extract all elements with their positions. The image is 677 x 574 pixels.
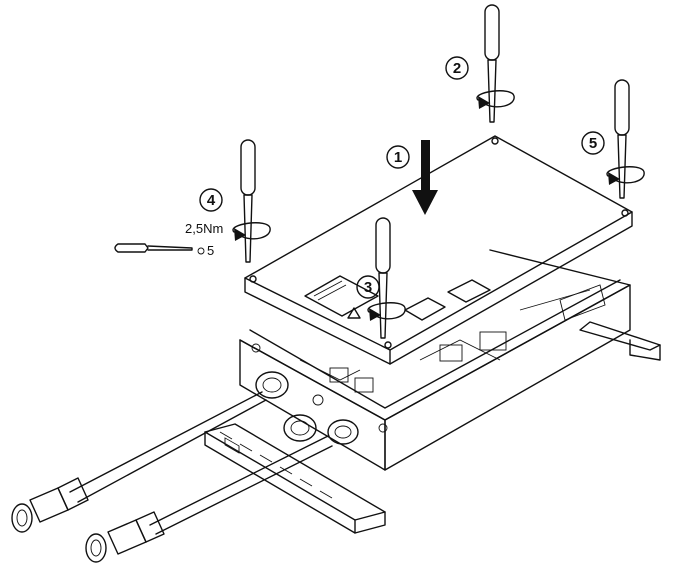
cable-right <box>85 435 333 563</box>
torque-value-label: 2,5Nm <box>185 221 223 236</box>
step-1-badge: 1 <box>386 145 410 169</box>
rotation-arrow-icon <box>232 90 645 321</box>
hex-key-icon <box>114 243 205 255</box>
tool-size-label: 5 <box>207 243 214 258</box>
cable-left <box>11 391 267 533</box>
step-2-badge: 2 <box>445 56 469 80</box>
mounting-rail <box>204 321 661 534</box>
step-3-badge: 3 <box>356 275 380 299</box>
step-5-badge: 5 <box>581 131 605 155</box>
box-lid <box>244 135 633 365</box>
svg-text:5: 5 <box>589 135 597 152</box>
cable-gland-left <box>255 371 289 399</box>
svg-text:4: 4 <box>207 192 216 209</box>
warning-triangle-icon <box>347 307 361 319</box>
junction-box-housing <box>239 249 631 471</box>
step-4-badge: 4 <box>199 188 223 212</box>
svg-text:3: 3 <box>364 279 372 296</box>
svg-text:1: 1 <box>394 149 402 166</box>
screwdriver-icon <box>240 4 630 339</box>
cable-gland-right <box>283 394 359 445</box>
down-arrow-icon <box>412 140 438 215</box>
svg-text:2: 2 <box>453 60 461 77</box>
